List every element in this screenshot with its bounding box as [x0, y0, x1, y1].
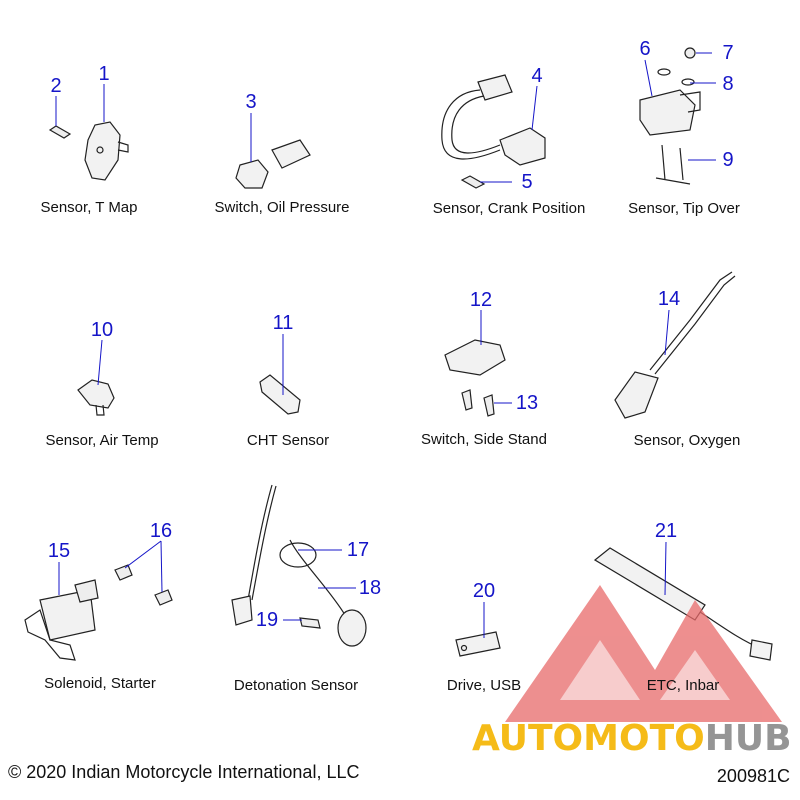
oxygen-sensor-drawing — [614, 271, 736, 419]
callout-number: 17 — [346, 539, 370, 561]
usb-drive-drawing — [455, 631, 501, 657]
bolt-2-drawing — [48, 125, 72, 139]
callout-number: 8 — [722, 73, 734, 95]
caption-cht-sensor: CHT Sensor — [246, 432, 330, 449]
caption-starter-solenoid: Solenoid, Starter — [44, 675, 156, 692]
callout-number: 10 — [90, 319, 114, 341]
callout-number: 19 — [255, 609, 279, 631]
etc-inbar-drawing — [593, 547, 773, 661]
caption-side-stand-switch: Switch, Side Stand — [421, 431, 547, 448]
caption-detonation-sensor: Detonation Sensor — [233, 677, 359, 694]
callout-number: 5 — [521, 171, 533, 193]
side-stand-switch-drawing — [444, 339, 506, 417]
callout-number: 7 — [722, 42, 734, 64]
caption-t-map-sensor: Sensor, T Map — [40, 199, 138, 216]
callout-number: 13 — [515, 392, 539, 414]
copyright-notice: © 2020 Indian Motorcycle International, … — [8, 762, 360, 782]
callout-number: 4 — [531, 65, 543, 87]
diagram-code: 200981C — [716, 766, 790, 786]
caption-air-temp-sensor: Sensor, Air Temp — [45, 432, 159, 449]
caption-usb-drive: Drive, USB — [446, 677, 522, 694]
crank-position-sensor-drawing — [441, 74, 546, 189]
t-map-sensor-drawing — [84, 121, 129, 181]
callout-number: 2 — [50, 75, 62, 97]
caption-crank-position-sensor: Sensor, Crank Position — [432, 200, 586, 217]
callout-number: 12 — [469, 289, 493, 311]
callout-number: 9 — [722, 149, 734, 171]
callout-number: 14 — [657, 288, 681, 310]
starter-solenoid-drawing — [24, 564, 173, 661]
callout-number: 1 — [98, 63, 110, 85]
oil-pressure-switch-drawing — [235, 139, 311, 189]
callout-number: 16 — [149, 520, 173, 542]
cht-sensor-drawing — [259, 374, 301, 415]
caption-tip-over-sensor: Sensor, Tip Over — [628, 200, 740, 217]
callout-number: 21 — [654, 520, 678, 542]
watermark-text: AUTOMOTOHUB — [472, 718, 792, 759]
leader-lines — [55, 52, 716, 638]
caption-oil-pressure-switch: Switch, Oil Pressure — [214, 199, 350, 216]
watermark-text-hub: HUB — [704, 718, 792, 759]
callout-number: 11 — [272, 312, 294, 334]
tip-over-sensor-drawing — [639, 47, 701, 185]
detonation-sensor-drawing — [231, 484, 367, 647]
callout-number: 6 — [639, 38, 651, 60]
watermark-text-automoto: AUTOMOTO — [472, 718, 705, 759]
callout-number: 18 — [358, 577, 382, 599]
air-temp-sensor-drawing — [77, 379, 115, 416]
callout-number: 20 — [472, 580, 496, 602]
caption-oxygen-sensor: Sensor, Oxygen — [633, 432, 741, 449]
caption-etc-inbar: ETC, Inbar — [646, 677, 720, 694]
watermark-logo-triangle — [505, 585, 782, 722]
callout-number: 15 — [47, 540, 71, 562]
callout-number: 3 — [245, 91, 257, 113]
